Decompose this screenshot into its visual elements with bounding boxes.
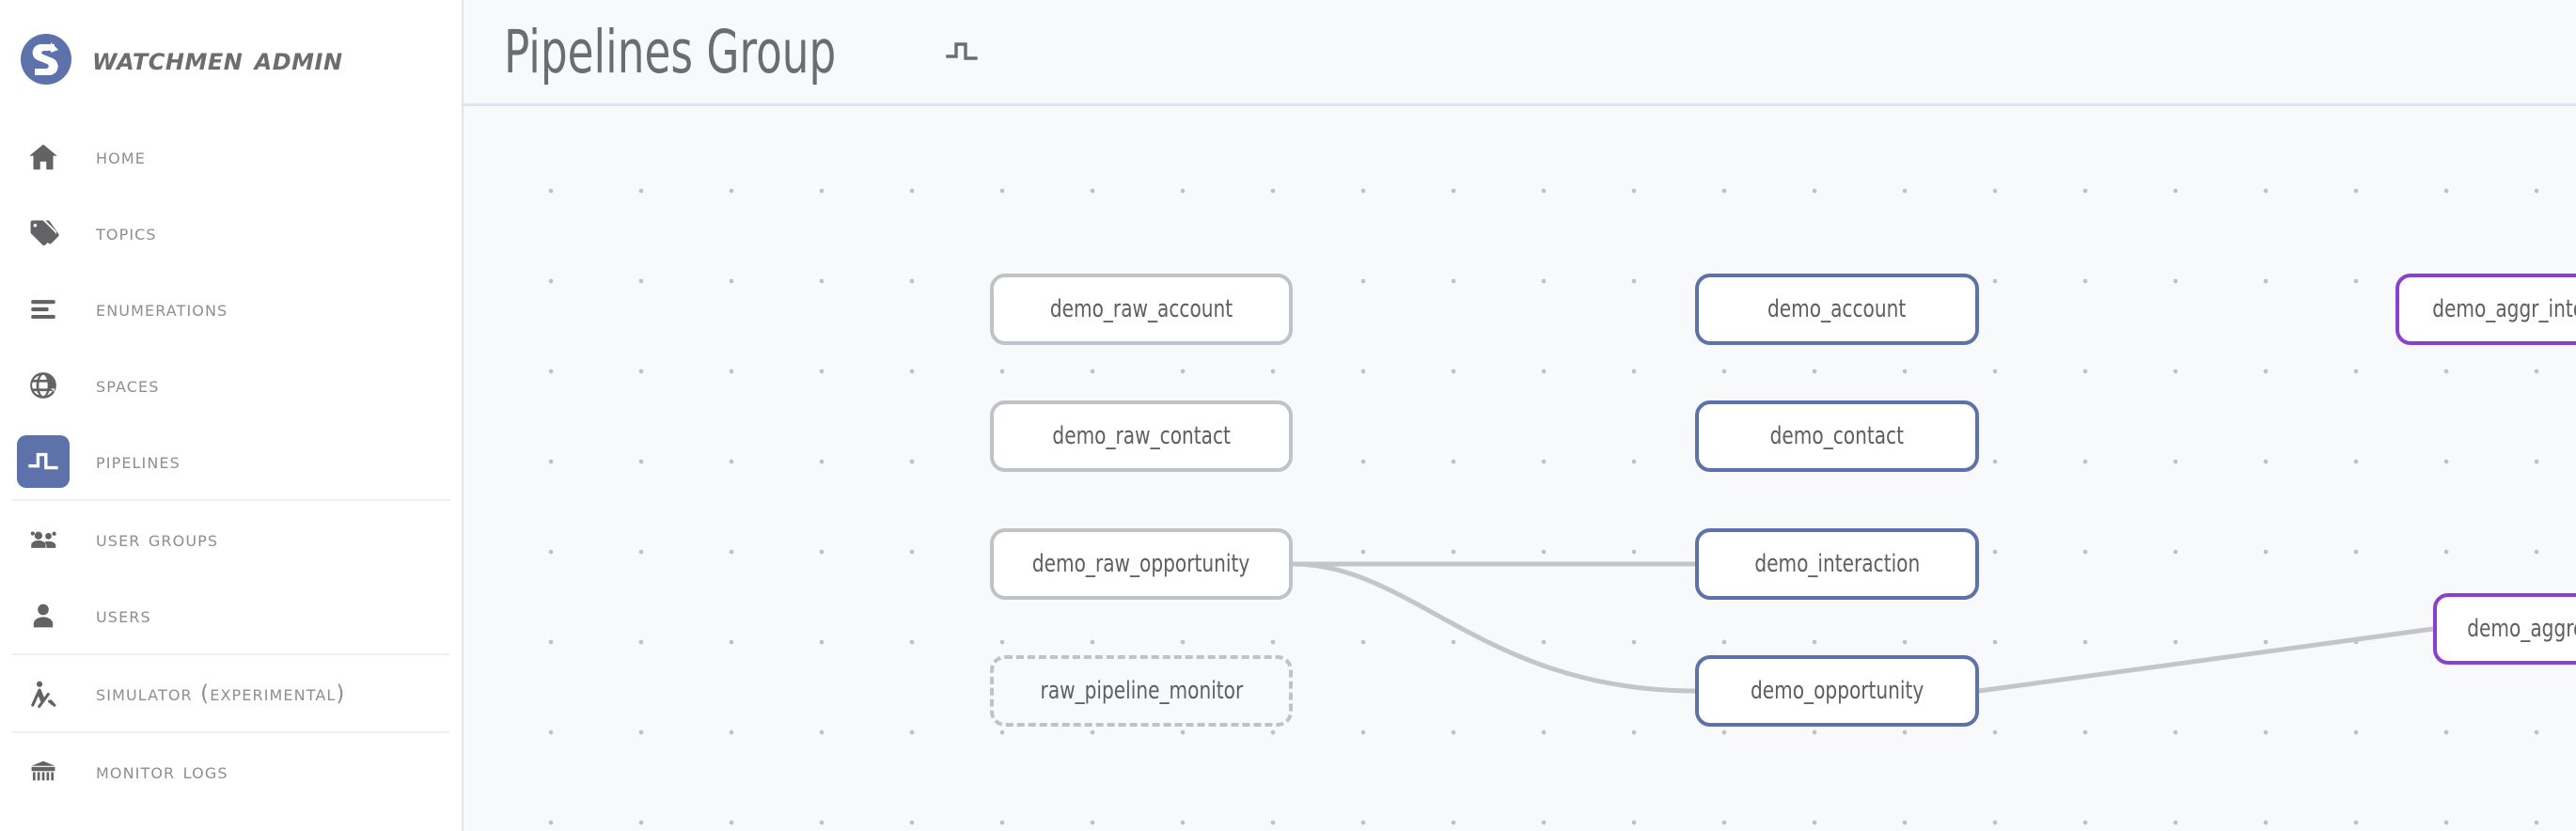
graph-node-demo_aggr_interaction_opporitunty[interactable]: demo_aggr_interaction_opporitunty: [2395, 274, 2576, 345]
page-title: Pipelines Group: [504, 17, 837, 86]
sidebar-item-label: Monitor Logs: [96, 759, 228, 784]
home-icon: [17, 131, 70, 183]
graph-node-label: demo_raw_opportunity: [1032, 550, 1250, 578]
page-header: Pipelines Group: [463, 0, 2576, 106]
graph-node-label: demo_interaction: [1754, 550, 1920, 578]
monitor-icon: [17, 745, 70, 798]
user-icon: [17, 589, 70, 642]
graph-node-label: raw_pipeline_monitor: [1040, 677, 1243, 705]
tag-icon: [17, 207, 70, 259]
graph-node-demo_raw_opportunity[interactable]: demo_raw_opportunity: [990, 528, 1293, 600]
sidebar-item-label: Simulator (experimental): [96, 681, 346, 706]
sidebar-item-home[interactable]: Home: [0, 118, 462, 195]
brand[interactable]: Watchmen Admin: [0, 0, 462, 118]
graph-node-demo_opportunity[interactable]: demo_opportunity: [1695, 655, 1979, 727]
sidebar-divider: [11, 731, 450, 733]
sidebar-item-label: Spaces: [96, 372, 160, 398]
graph-node-demo_raw_contact[interactable]: demo_raw_contact: [990, 400, 1293, 472]
sidebar-item-enumerations[interactable]: Enumerations: [0, 271, 462, 347]
graph-node-label: demo_raw_account: [1049, 295, 1233, 323]
sidebar-item-label: Enumerations: [96, 296, 228, 321]
sidebar-item-simulator-experimental[interactable]: Simulator (experimental): [0, 655, 462, 731]
graph-node-label: demo_opportunity: [1750, 677, 1924, 705]
graph-node-label: demo_contact: [1769, 422, 1905, 450]
graph-edge-demo_opportunity-to-demo_aggregate_opportunity: [1976, 626, 2436, 694]
list-icon: [17, 283, 70, 336]
graph-node-raw_pipeline_monitor[interactable]: raw_pipeline_monitor: [990, 655, 1293, 727]
graph-node-demo_raw_account[interactable]: demo_raw_account: [990, 274, 1293, 345]
graph-node-demo_contact[interactable]: demo_contact: [1695, 400, 1979, 472]
sidebar-item-users[interactable]: Users: [0, 577, 462, 653]
sidebar-item-label: User Groups: [96, 526, 219, 552]
sidebar: Watchmen Admin HomeTopicsEnumerationsSpa…: [0, 0, 463, 831]
sidebar-item-label: Home: [96, 144, 146, 169]
graph-node-demo_aggregate_opportunity[interactable]: demo_aggregate_opportunity: [2433, 593, 2576, 665]
pipeline-graph-canvas[interactable]: demo_raw_account demo_raw_contact demo_raw…: [463, 106, 2576, 831]
graph-node-demo_interaction[interactable]: demo_interaction: [1695, 528, 1979, 600]
sidebar-divider: [11, 653, 450, 655]
sidebar-item-monitor-logs[interactable]: Monitor Logs: [0, 733, 462, 809]
graph-node-label: demo_account: [1767, 295, 1907, 323]
sidebar-item-label: Users: [96, 603, 151, 628]
globe-icon: [17, 359, 70, 412]
sidebar-item-user-groups[interactable]: User Groups: [0, 501, 462, 577]
sidebar-item-topics[interactable]: Topics: [0, 195, 462, 271]
graph-node-label: demo_aggregate_opportunity: [2467, 615, 2576, 643]
watchmen-logo-icon: [17, 30, 75, 88]
sidebar-item-label: Pipelines: [96, 448, 181, 474]
sidebar-item-spaces[interactable]: Spaces: [0, 347, 462, 423]
sidebar-nav: HomeTopicsEnumerationsSpacesPipelinesUse…: [0, 118, 462, 809]
brand-title: Watchmen Admin: [92, 40, 343, 78]
edge-layer: [1290, 561, 2436, 694]
pulse-icon: [942, 31, 983, 72]
users-icon: [17, 513, 70, 566]
compass-icon: [17, 667, 70, 720]
graph-node-demo_account[interactable]: demo_account: [1695, 274, 1979, 345]
sidebar-item-pipelines[interactable]: Pipelines: [0, 423, 462, 499]
sidebar-item-label: Topics: [96, 220, 157, 245]
pulse-icon: [17, 434, 70, 488]
graph-node-label: demo_raw_contact: [1052, 422, 1231, 450]
sidebar-divider: [11, 499, 450, 501]
graph-node-label: demo_aggr_interaction_opporitunty: [2432, 295, 2576, 323]
graph-edge-demo_raw_opportunity-to-demo_opportunity: [1290, 561, 1698, 694]
